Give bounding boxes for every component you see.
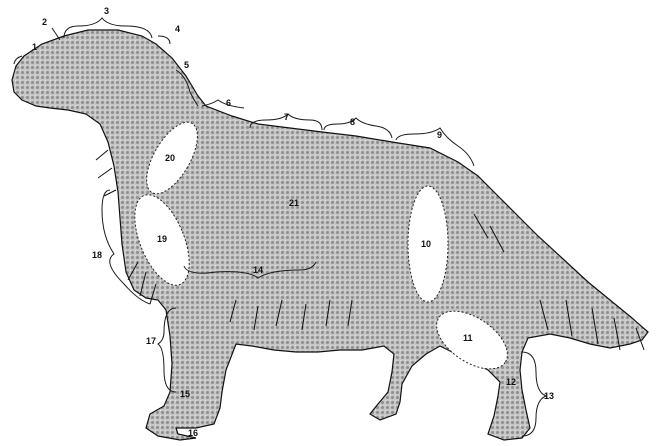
label-18: 18 xyxy=(92,250,102,260)
label-3: 3 xyxy=(104,6,109,16)
label-7: 7 xyxy=(284,112,289,122)
label-11: 11 xyxy=(463,333,473,343)
label-13: 13 xyxy=(544,391,554,401)
label-8: 8 xyxy=(350,117,355,127)
label-19: 19 xyxy=(157,234,167,244)
label-12: 12 xyxy=(506,377,516,387)
label-2: 2 xyxy=(42,17,47,27)
label-16: 16 xyxy=(188,428,198,438)
label-6: 6 xyxy=(226,98,231,108)
label-1: 1 xyxy=(32,42,37,52)
label-10: 10 xyxy=(421,239,431,249)
label-14: 14 xyxy=(253,265,263,275)
label-17: 17 xyxy=(146,336,156,346)
label-20: 20 xyxy=(165,153,175,163)
brace-4 xyxy=(158,36,170,44)
dog-silhouette xyxy=(12,30,648,440)
label-9: 9 xyxy=(437,130,442,140)
label-21: 21 xyxy=(289,198,299,208)
label-4: 4 xyxy=(175,24,180,34)
brace-2 xyxy=(52,28,60,40)
label-5: 5 xyxy=(184,60,189,70)
label-15: 15 xyxy=(180,389,190,399)
